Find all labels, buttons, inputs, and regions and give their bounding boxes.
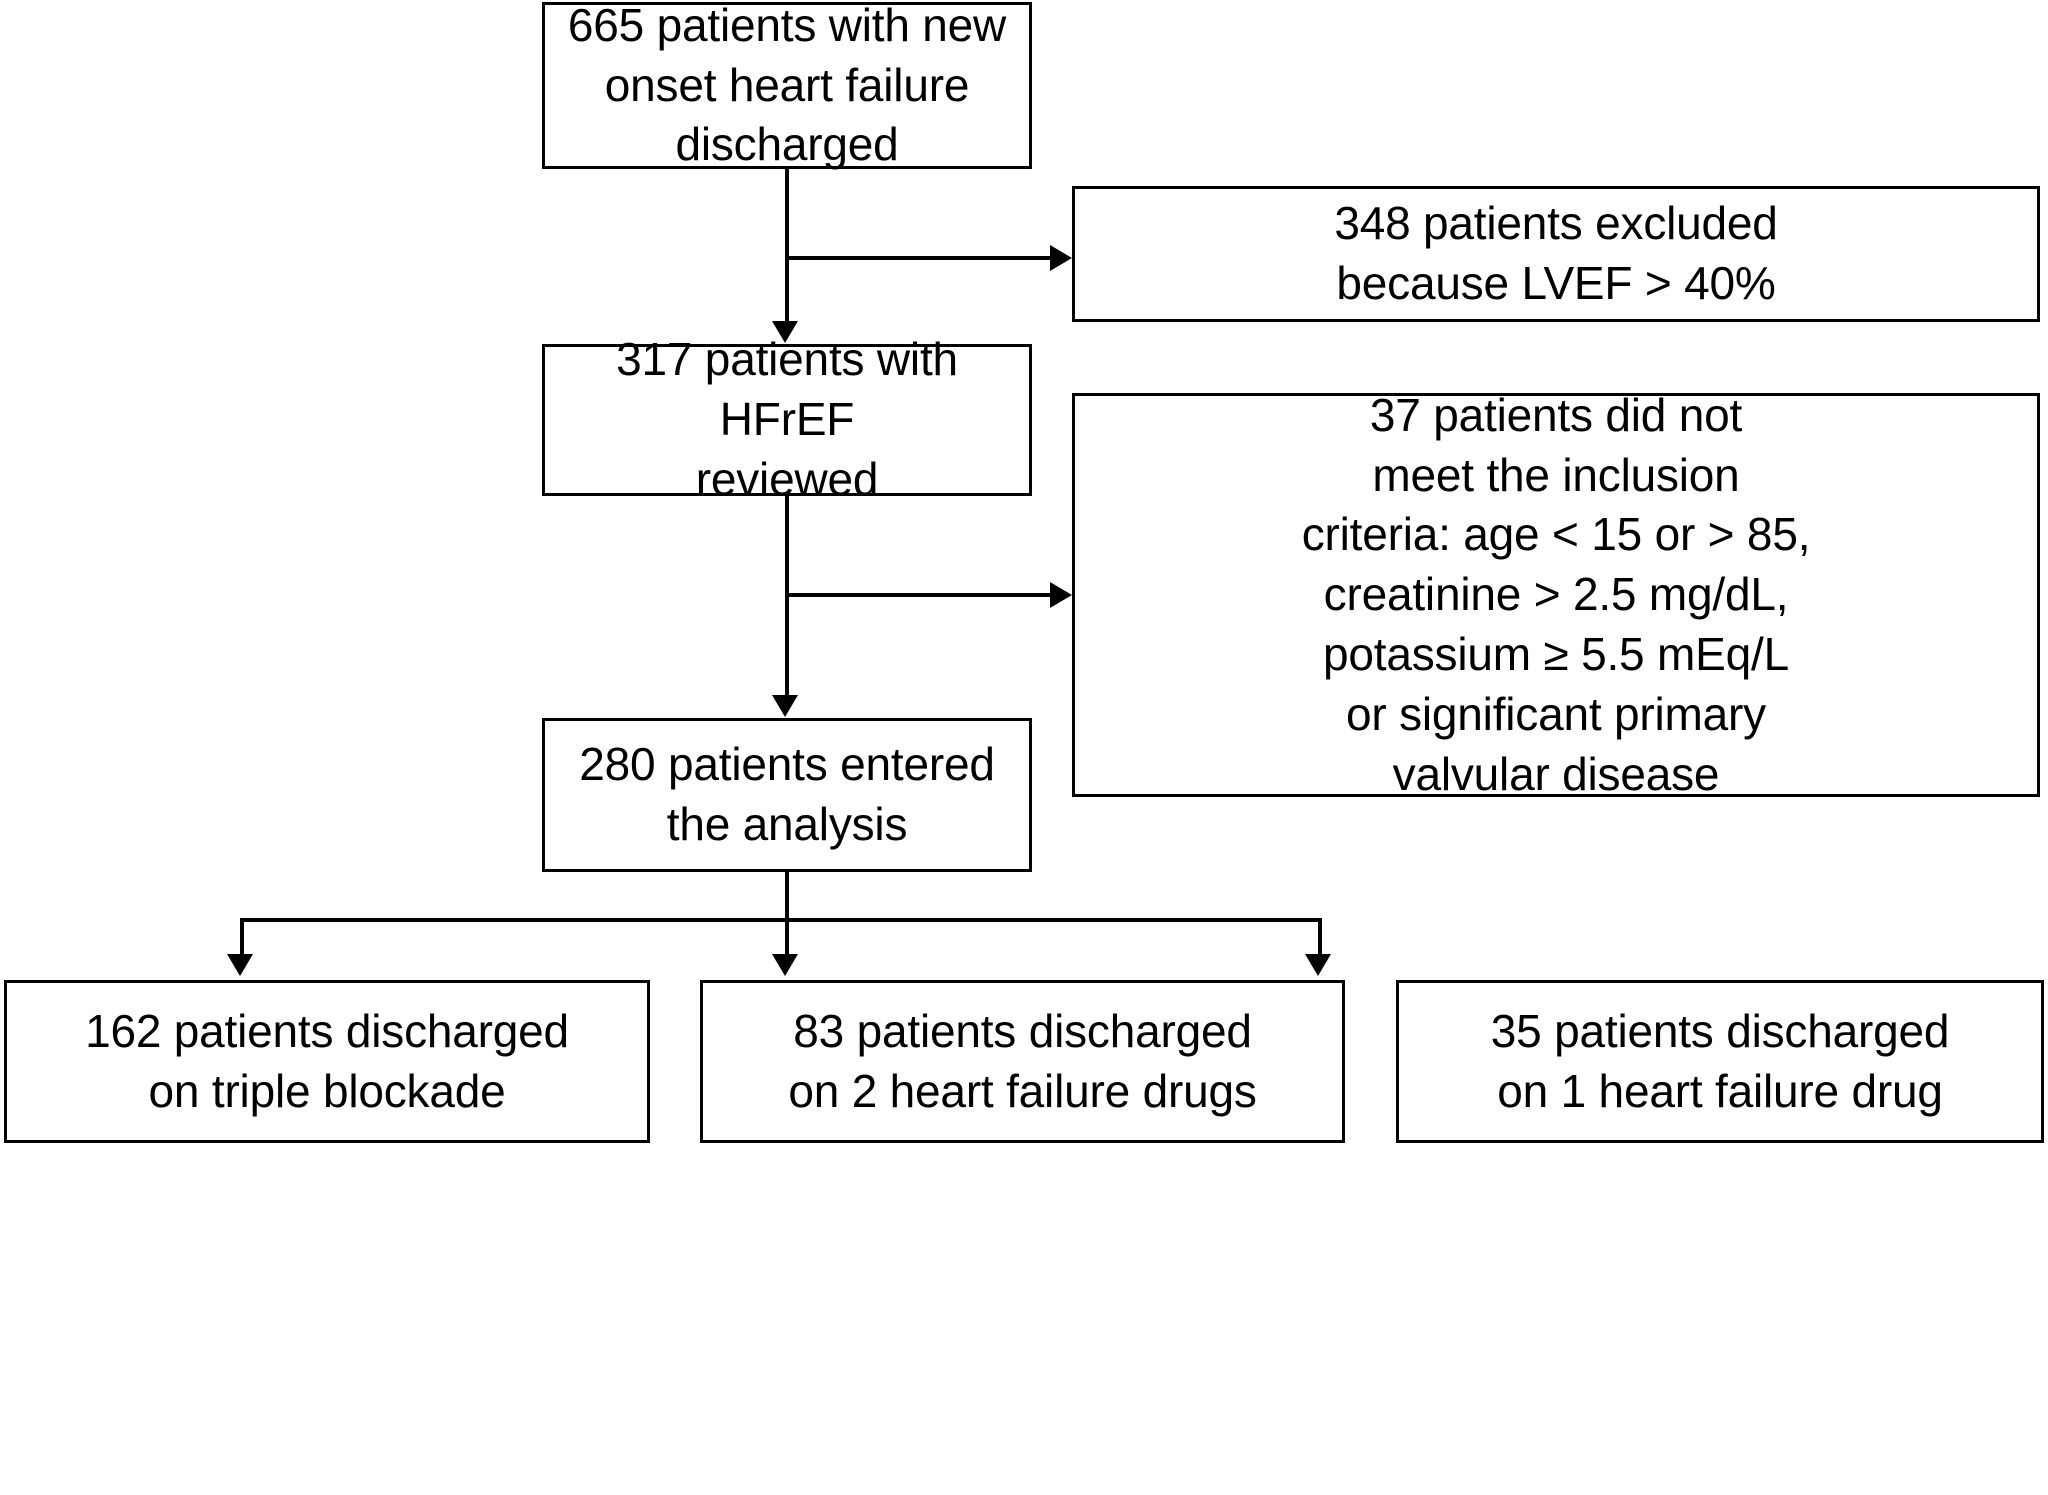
arrowhead-down-icon [227,954,253,976]
node-analysis-patients: 280 patients entered the analysis [542,718,1032,872]
arrowhead-right-icon [1050,582,1072,608]
arrowhead-down-icon [772,954,798,976]
node-analysis-label: 280 patients entered the analysis [579,738,995,850]
node-inclusion-criteria-not-met: 37 patients did not meet the inclusion c… [1072,389,2040,800]
connector-enrolled-to-reviewed [785,169,789,323]
connector-branch-one-drug [1318,918,1322,956]
connector-enrolled-to-excluded [787,256,1052,260]
node-excluded-label: 348 patients excluded because LVEF > 40% [1334,197,1778,309]
node-criteria-label: 37 patients did not meet the inclusion c… [1301,388,1811,800]
node-excluded-patients: 348 patients excluded because LVEF > 40% [1072,186,2040,322]
node-one-drug-label: 35 patients discharged on 1 heart failur… [1490,1004,1950,1117]
arrowhead-down-icon [772,321,798,343]
arrowhead-right-icon [1050,245,1072,271]
connector-branch-two-drugs [785,918,789,956]
node-enrolled-label: 665 patients with new onset heart failur… [567,0,1007,171]
node-two-heart-failure-drugs: 83 patients discharged on 2 heart failur… [700,980,1345,1143]
connector-reviewed-to-criteria [787,593,1052,597]
node-reviewed-label: 317 patients with HFrEF reviewed [616,333,958,505]
node-two-drugs-label: 83 patients discharged on 2 heart failur… [788,1004,1257,1117]
connector-split-bus [240,918,1322,922]
node-one-heart-failure-drug: 35 patients discharged on 1 heart failur… [1396,980,2044,1143]
node-triple-blockade-label: 162 patients discharged on triple blocka… [85,1004,569,1117]
arrowhead-down-icon [1305,954,1331,976]
connector-analysis-stem [785,872,789,922]
node-enrolled-patients: 665 patients with new onset heart failur… [542,0,1032,170]
connector-branch-triple-blockade [240,918,244,956]
arrowhead-down-icon [772,695,798,717]
node-triple-blockade: 162 patients discharged on triple blocka… [4,980,650,1143]
node-reviewed-patients: 317 patients with HFrEF reviewed [542,333,1032,505]
